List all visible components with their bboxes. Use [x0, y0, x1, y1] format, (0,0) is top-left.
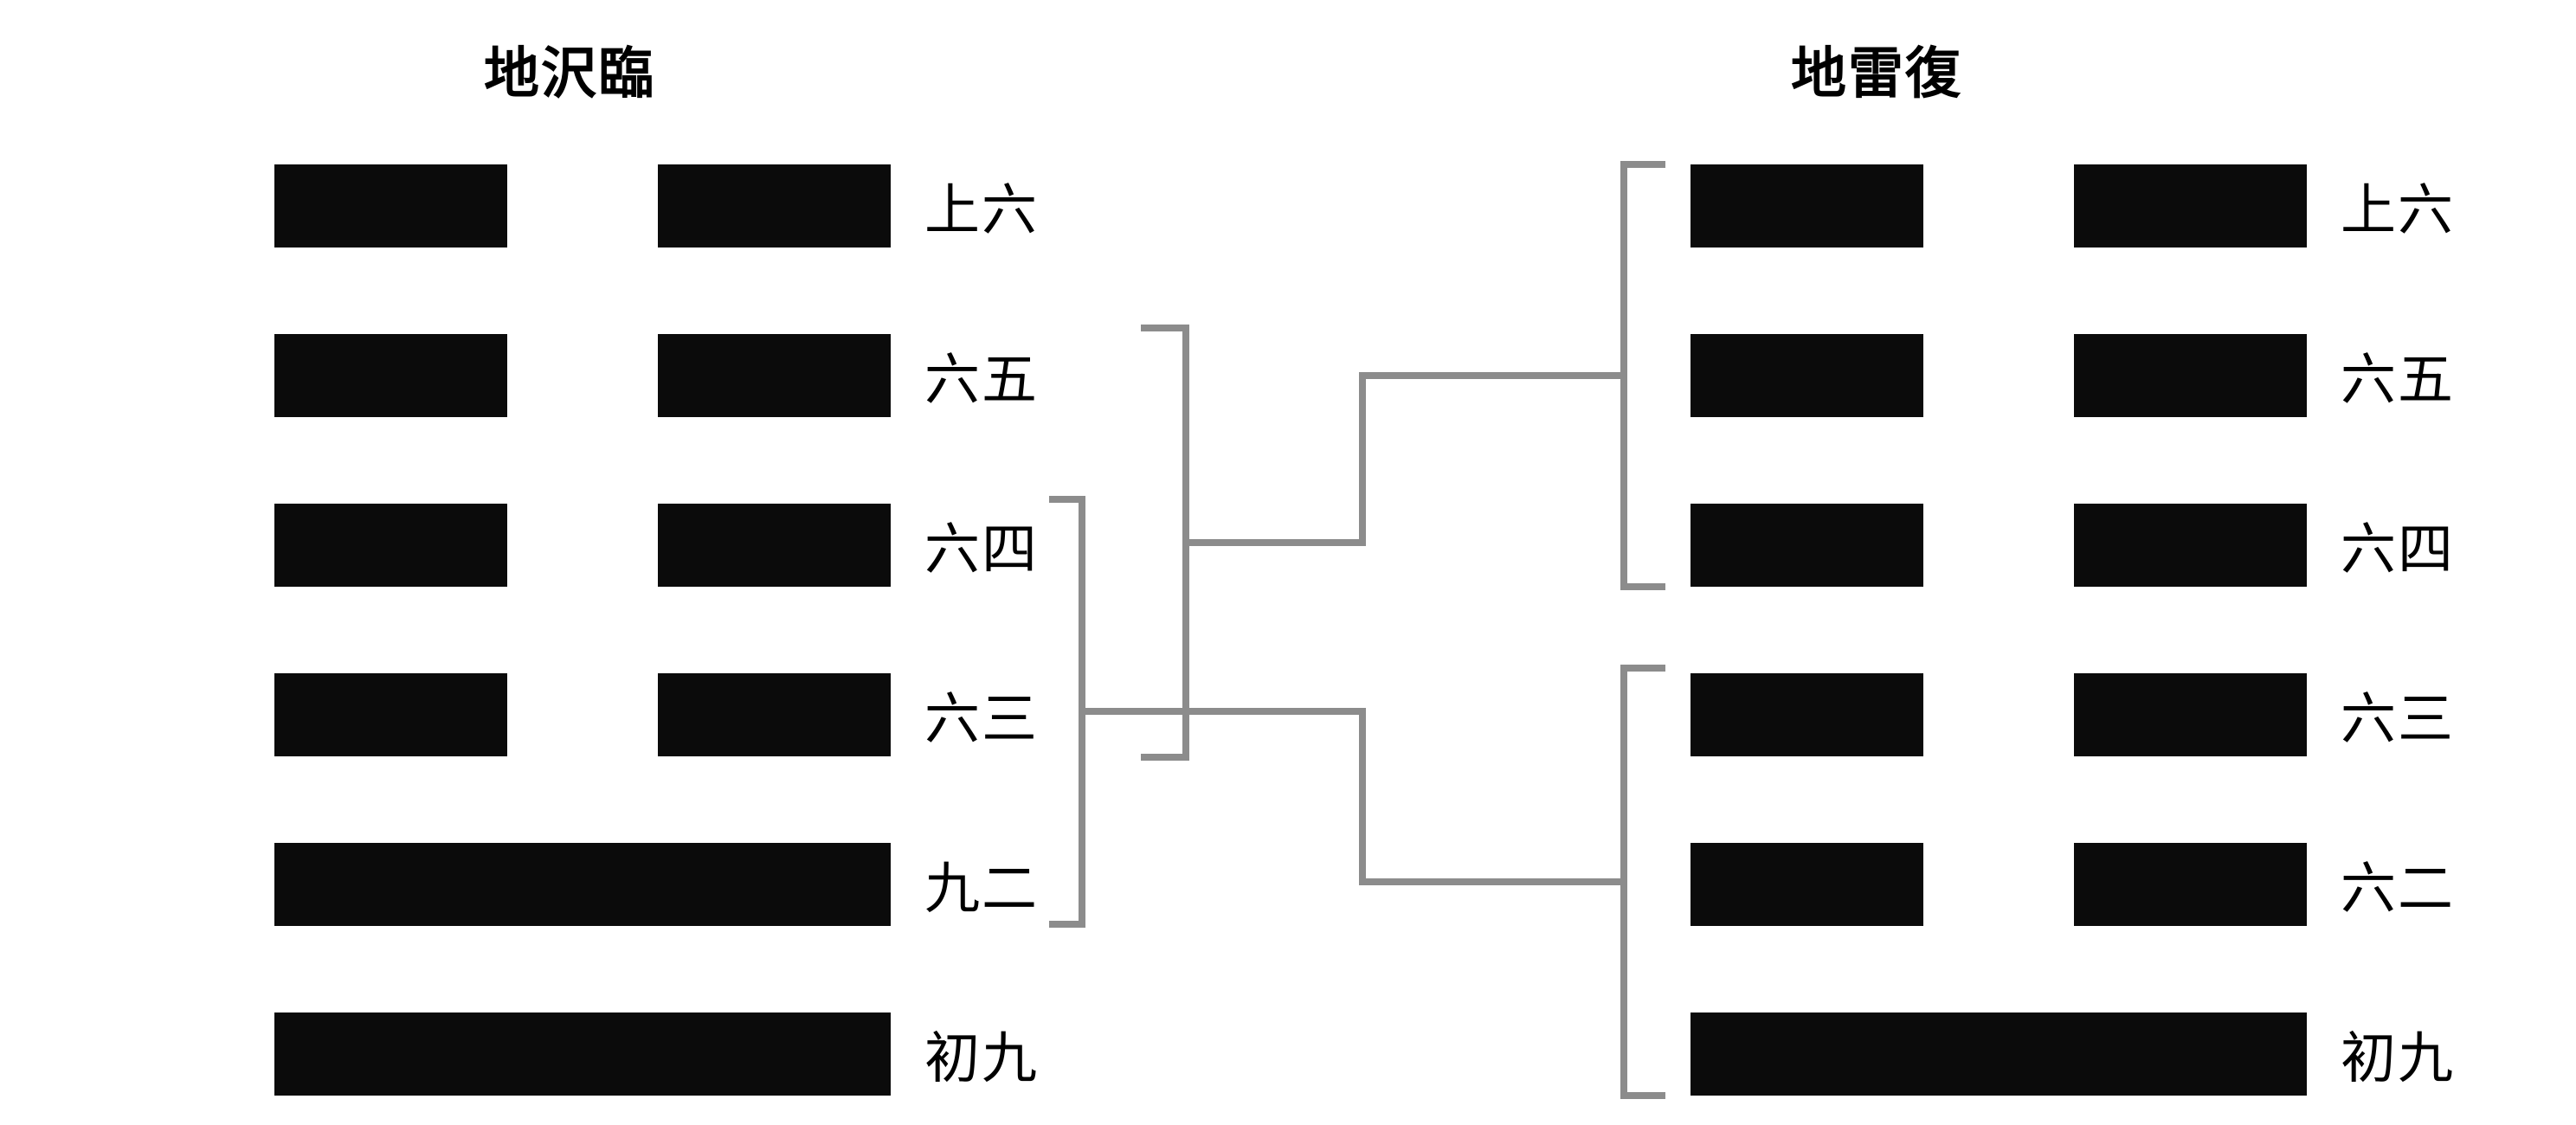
right-upper-bracket [1620, 161, 1665, 590]
yang-line-bar [274, 843, 891, 926]
line-label: 六五 [2341, 349, 2455, 411]
line-label: 六五 [924, 349, 1039, 411]
right-hexagram-title: 地雷復 [1791, 42, 1962, 105]
right-line-row-6: 上六 [1690, 164, 2576, 248]
right-line-row-3: 六三 [1690, 673, 2576, 756]
left-hexagram-title: 地沢臨 [484, 42, 655, 105]
yin-line-left-segment [1690, 504, 1923, 587]
left-line-row-5: 六五 [274, 334, 1599, 417]
yin-line-left-segment [1690, 673, 1923, 756]
yin-line-right-segment [2074, 504, 2307, 587]
line-label: 六三 [924, 688, 1039, 750]
left-line-row-2: 九二 [274, 843, 1599, 926]
yin-line-right-segment [658, 504, 891, 587]
line-label: 九二 [924, 858, 1039, 920]
left-line-row-6: 上六 [274, 164, 1599, 248]
left-line-row-1: 初九 [274, 1012, 1599, 1096]
yin-line-right-segment [658, 164, 891, 248]
yin-line-right-segment [2074, 164, 2307, 248]
right-lower-bracket [1620, 665, 1665, 1099]
yin-line-right-segment [658, 673, 891, 756]
upper-link-line [1186, 372, 1624, 546]
right-line-row-1: 初九 [1690, 1012, 2576, 1096]
yin-line-left-segment [274, 673, 507, 756]
yin-line-left-segment [1690, 843, 1923, 926]
line-label: 六四 [924, 518, 1039, 581]
yin-line-right-segment [2074, 673, 2307, 756]
yang-line-bar [274, 1012, 891, 1096]
line-label: 六二 [2341, 858, 2455, 920]
yin-line-left-segment [274, 504, 507, 587]
line-label: 六三 [2341, 688, 2455, 750]
yin-line-right-segment [2074, 334, 2307, 417]
line-label: 初九 [924, 1027, 1039, 1090]
right-line-row-4: 六四 [1690, 504, 2576, 587]
right-line-row-2: 六二 [1690, 843, 2576, 926]
line-label: 六四 [2341, 518, 2455, 581]
yin-line-right-segment [2074, 843, 2307, 926]
yin-line-right-segment [658, 334, 891, 417]
yin-line-left-segment [1690, 164, 1923, 248]
left-inner-bracket [1141, 325, 1189, 761]
right-line-row-5: 六五 [1690, 334, 2576, 417]
yin-line-left-segment [274, 164, 507, 248]
left-outer-bracket [1049, 496, 1085, 928]
yang-line-bar [1690, 1012, 2307, 1096]
left-line-row-4: 六四 [274, 504, 1599, 587]
line-label: 上六 [2341, 179, 2455, 241]
yin-line-left-segment [1690, 334, 1923, 417]
lower-link-line [1082, 708, 1624, 885]
line-label: 上六 [924, 179, 1039, 241]
left-line-row-3: 六三 [274, 673, 1599, 756]
line-label: 初九 [2341, 1027, 2455, 1090]
yin-line-left-segment [274, 334, 507, 417]
